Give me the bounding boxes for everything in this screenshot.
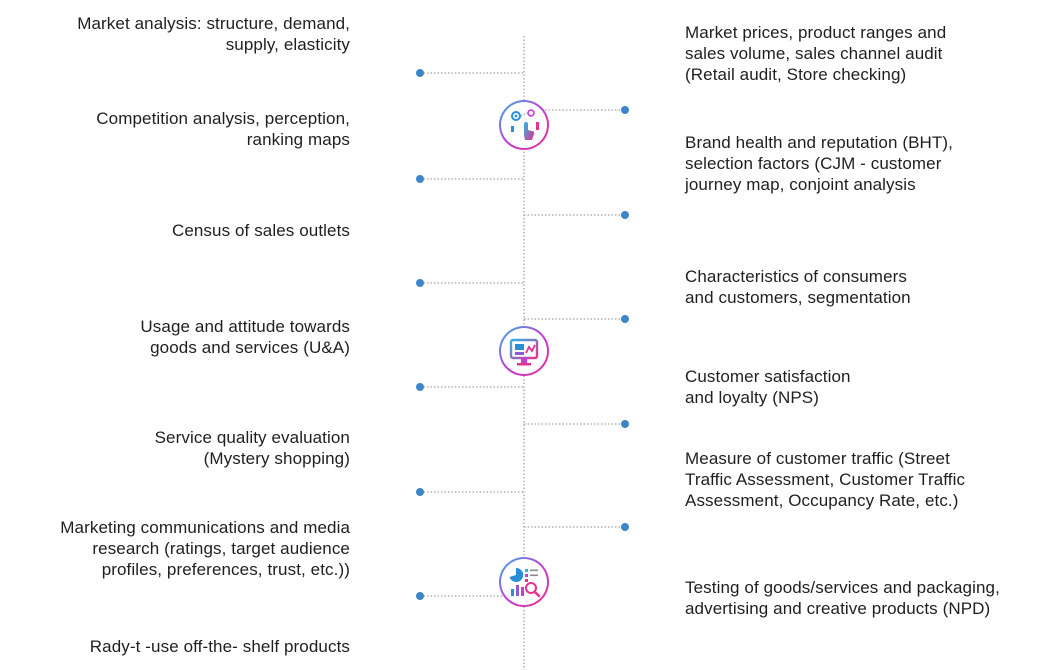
report-analysis-icon: [499, 557, 549, 607]
left-item-service-quality: Service quality evaluation (Mystery shop…: [154, 428, 350, 468]
left-item-competition-analysis: Competition analysis, perception, rankin…: [96, 109, 350, 149]
left-item-usage-attitude: Usage and attitude towards goods and ser…: [140, 317, 350, 357]
right-connector-dot: [621, 315, 629, 323]
left-connector-dot: [416, 383, 424, 391]
right-item-consumer-characteristics: Characteristics of consumers and custome…: [685, 267, 911, 307]
right-item-market-prices: Market prices, product ranges and sales …: [685, 23, 947, 84]
right-connector-dot: [621, 106, 629, 114]
right-item-customer-satisfaction: Customer satisfaction and loyalty (NPS): [685, 367, 851, 407]
left-connector-dot: [416, 279, 424, 287]
right-connector-dot: [621, 420, 629, 428]
left-connector-dot: [416, 69, 424, 77]
left-connector-dot: [416, 175, 424, 183]
right-item-brand-health: Brand health and reputation (BHT), selec…: [685, 133, 953, 194]
right-item-product-testing: Testing of goods/services and packaging,…: [685, 578, 1000, 618]
research-process-icon: [499, 100, 549, 150]
left-item-census-sales-outlets: Census of sales outlets: [171, 221, 350, 240]
left-connector-dot: [416, 488, 424, 496]
right-item-customer-traffic: Measure of customer traffic (Street Traf…: [685, 449, 966, 510]
monitor-analytics-icon: [499, 326, 549, 376]
right-connector-dot: [621, 211, 629, 219]
left-item-ready-products: Rady-t -use off-the- shelf products: [89, 637, 350, 656]
left-item-market-analysis: Market analysis: structure, demand, supp…: [77, 14, 350, 54]
right-connector-dot: [621, 523, 629, 531]
left-item-marketing-communications: Marketing communications and media resea…: [60, 518, 350, 579]
left-connector-dot: [416, 592, 424, 600]
